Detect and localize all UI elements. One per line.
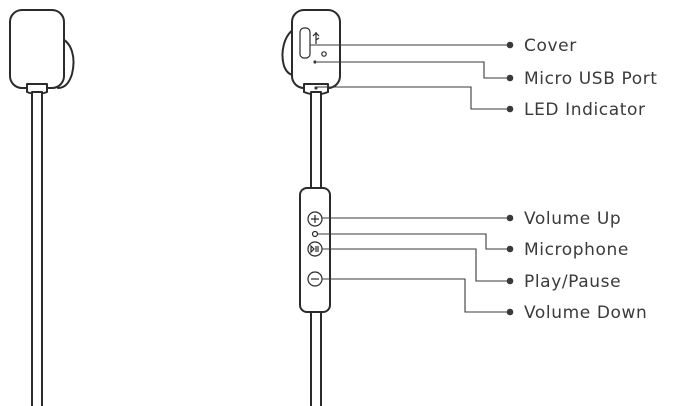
usb-cover-outline (299, 27, 311, 59)
leader-microphone (318, 233, 508, 250)
leader-dot-volume-up (506, 214, 514, 222)
microphone-hole-icon (311, 230, 319, 238)
leader-dot-micro-usb-port (506, 74, 514, 82)
leader-dot-cover (506, 41, 514, 49)
leader-lines (310, 41, 514, 316)
leader-micro-usb-port (317, 61, 508, 79)
leader-dot-play-pause (506, 277, 514, 285)
left-cable (31, 91, 43, 406)
leader-led-indicator (317, 86, 508, 110)
leader-play-pause (322, 248, 508, 282)
label-micro-usb-port: Micro USB Port (524, 69, 658, 89)
plus-icon (311, 215, 319, 223)
label-volume-down: Volume Down (524, 303, 647, 323)
right-earphone (281, 9, 341, 406)
volume-up-button-icon (307, 211, 323, 227)
led-indicator-dot-icon (314, 86, 318, 90)
left-earphone-housing (9, 9, 65, 89)
micro-usb-dot-icon (313, 60, 317, 64)
leader-dot-led-indicator (506, 105, 514, 113)
label-cover: Cover (524, 36, 577, 56)
leader-dot-microphone (506, 245, 514, 253)
right-cable-upper (310, 91, 322, 191)
inline-remote-body (299, 187, 331, 313)
label-led-indicator: LED Indicator (524, 100, 646, 120)
leader-dot-volume-down (506, 308, 514, 316)
label-microphone: Microphone (524, 240, 629, 260)
callout-labels: Cover Micro USB Port LED Indicator Volum… (524, 36, 658, 323)
label-volume-up: Volume Up (524, 209, 621, 229)
right-cable-lower (310, 311, 322, 406)
play-pause-glyph-icon (310, 244, 319, 254)
label-play-pause: Play/Pause (524, 272, 621, 292)
leader-volume-down (322, 278, 508, 313)
left-earphone (9, 9, 75, 406)
screw-hole-icon (321, 51, 327, 57)
usb-symbol-icon (312, 32, 320, 44)
right-earphone-housing (291, 9, 341, 89)
